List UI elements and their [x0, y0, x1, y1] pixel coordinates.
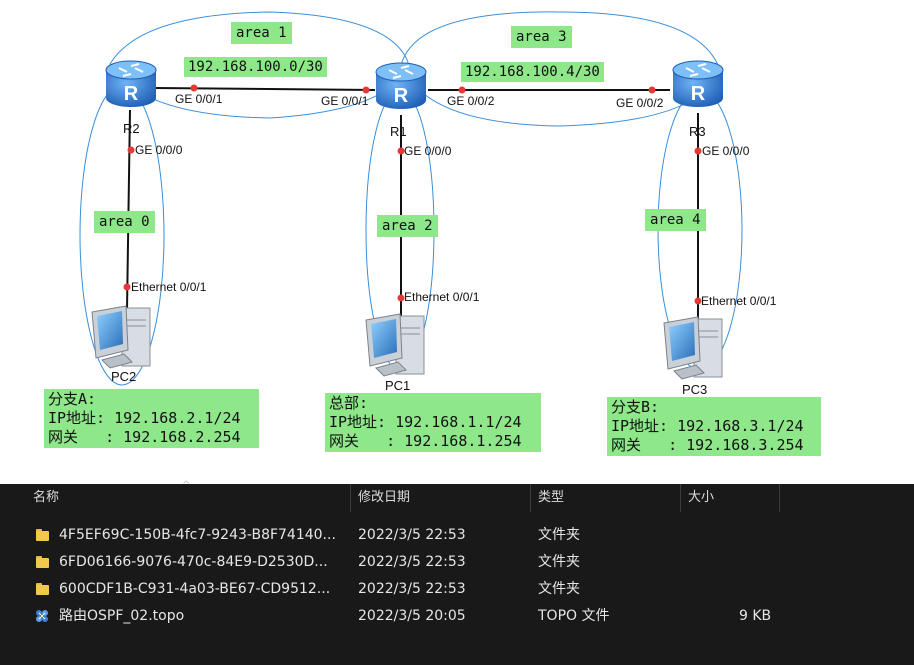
router-r2-label: R2 [123, 121, 140, 136]
sort-chevron-icon: ^ [182, 480, 191, 491]
folder-icon [36, 583, 49, 595]
area-label: area 3 [511, 26, 572, 48]
file-row[interactable]: 4F5EF69C-150B-4fc7-9243-B8F74140... 2022… [0, 522, 914, 549]
pc2-icon[interactable] [91, 305, 151, 369]
file-name: 路由OSPF_02.topo [59, 608, 185, 624]
info-gateway: 网关 : 192.168.2.254 [48, 428, 241, 446]
info-gateway: 网关 : 192.168.3.254 [611, 436, 804, 454]
router-r1-icon[interactable]: R [375, 62, 427, 109]
topology-drawing: R R R [79, 11, 743, 386]
folder-icon [36, 556, 49, 568]
port-dot [397, 294, 405, 302]
file-date: 2022/3/5 20:05 [358, 608, 466, 624]
port-dot [648, 86, 656, 94]
info-title: 分支B: [611, 398, 660, 416]
port-dot [397, 147, 405, 155]
port-label-pc2-eth: Ethernet 0/0/1 [131, 280, 207, 294]
pc3-icon[interactable] [663, 316, 723, 380]
port-label-pc1-eth: Ethernet 0/0/1 [404, 290, 480, 304]
port-label-r2-ge001: GE 0/0/1 [175, 92, 223, 106]
port-dot [127, 146, 135, 154]
column-header-type[interactable]: 类型 [538, 490, 565, 505]
topology-canvas: R R R [44, 11, 821, 456]
topo-file-icon [36, 610, 48, 622]
pc1-label: PC1 [385, 378, 411, 393]
file-type: TOPO 文件 [538, 608, 610, 624]
info-ip: IP地址: 192.168.2.1/24 [48, 409, 241, 427]
info-title: 分支A: [48, 390, 97, 408]
info-ip: IP地址: 192.168.3.1/24 [611, 417, 804, 435]
port-label-r1-ge002: GE 0/0/2 [447, 94, 495, 108]
file-row[interactable]: 600CDF1B-C931-4a03-BE67-CD9512... 2022/3… [0, 576, 914, 603]
port-label-r3-ge000: GE 0/0/0 [702, 144, 750, 158]
column-header-name[interactable]: 名称 [33, 490, 60, 505]
info-title: 总部: [329, 394, 369, 412]
column-divider[interactable] [530, 484, 531, 512]
column-divider[interactable] [779, 484, 780, 512]
info-gateway: 网关 : 192.168.1.254 [329, 432, 522, 450]
file-size: 9 KB [739, 608, 772, 624]
port-dot [694, 297, 702, 305]
area-label: area 2 [377, 215, 438, 237]
router-r3-icon[interactable]: R [672, 60, 724, 107]
file-type: 文件夹 [538, 554, 580, 570]
port-label-pc3-eth: Ethernet 0/0/1 [701, 294, 777, 308]
file-row[interactable]: 6FD06166-9076-470c-84E9-D2530D... 2022/3… [0, 549, 914, 576]
file-type: 文件夹 [538, 527, 580, 543]
svg-text:R: R [124, 83, 139, 105]
info-box-headquarters: 总部: IP地址: 192.168.1.1/24 网关 : 192.168.1.… [325, 393, 541, 452]
folder-icon [36, 529, 49, 541]
router-r1-label: R1 [390, 124, 407, 139]
info-ip: IP地址: 192.168.1.1/24 [329, 413, 522, 431]
port-label-r1-ge000: GE 0/0/0 [404, 144, 452, 158]
column-header-size[interactable]: 大小 [688, 490, 715, 505]
area1-ring [109, 11, 409, 119]
column-divider[interactable] [680, 484, 681, 512]
area-label: area 4 [645, 209, 706, 231]
file-type: 文件夹 [538, 581, 580, 597]
port-dot [190, 84, 198, 92]
file-name: 600CDF1B-C931-4a03-BE67-CD9512... [59, 581, 331, 597]
svg-text:R: R [394, 85, 409, 107]
port-dots [123, 84, 702, 305]
file-explorer: ^ 名称 修改日期 类型 大小 4F5EF69C-150B-4fc7-9243-… [0, 480, 914, 665]
area-label: area 1 [231, 22, 292, 44]
pc2-label: PC2 [111, 369, 137, 384]
file-name: 6FD06166-9076-470c-84E9-D2530D... [59, 554, 328, 570]
router-r3-label: R3 [689, 124, 706, 139]
file-date: 2022/3/5 22:53 [358, 554, 466, 570]
port-label-r1-ge001: GE 0/0/1 [321, 94, 369, 108]
info-box-branch-b: 分支B: IP地址: 192.168.3.1/24 网关 : 192.168.3… [607, 397, 821, 456]
column-header-date[interactable]: 修改日期 [358, 490, 411, 505]
port-label-r3-ge002: GE 0/0/2 [616, 96, 664, 110]
network-label: 192.168.100.4/30 [461, 62, 604, 82]
file-date: 2022/3/5 22:53 [358, 527, 466, 543]
port-dot [458, 86, 466, 94]
port-dot [362, 86, 370, 94]
column-divider[interactable] [350, 484, 351, 512]
pc3-label: PC3 [682, 382, 708, 397]
port-dot [123, 283, 131, 291]
pc1-icon[interactable] [365, 313, 425, 377]
link-r2-pc2 [126, 109, 131, 311]
file-row[interactable]: 路由OSPF_02.topo 2022/3/5 20:05 TOPO 文件 9 … [0, 603, 914, 630]
port-label-r2-ge000: GE 0/0/0 [135, 143, 183, 157]
network-label: 192.168.100.0/30 [184, 57, 327, 77]
file-date: 2022/3/5 22:53 [358, 581, 466, 597]
svg-text:R: R [691, 83, 706, 105]
info-box-branch-a: 分支A: IP地址: 192.168.2.1/24 网关 : 192.168.2… [44, 389, 259, 448]
area-label: area 0 [94, 211, 155, 233]
router-r2-icon[interactable]: R [105, 60, 157, 107]
file-name: 4F5EF69C-150B-4fc7-9243-B8F74140... [59, 527, 336, 543]
port-dot [694, 147, 702, 155]
link-r2-r1 [154, 87, 376, 91]
